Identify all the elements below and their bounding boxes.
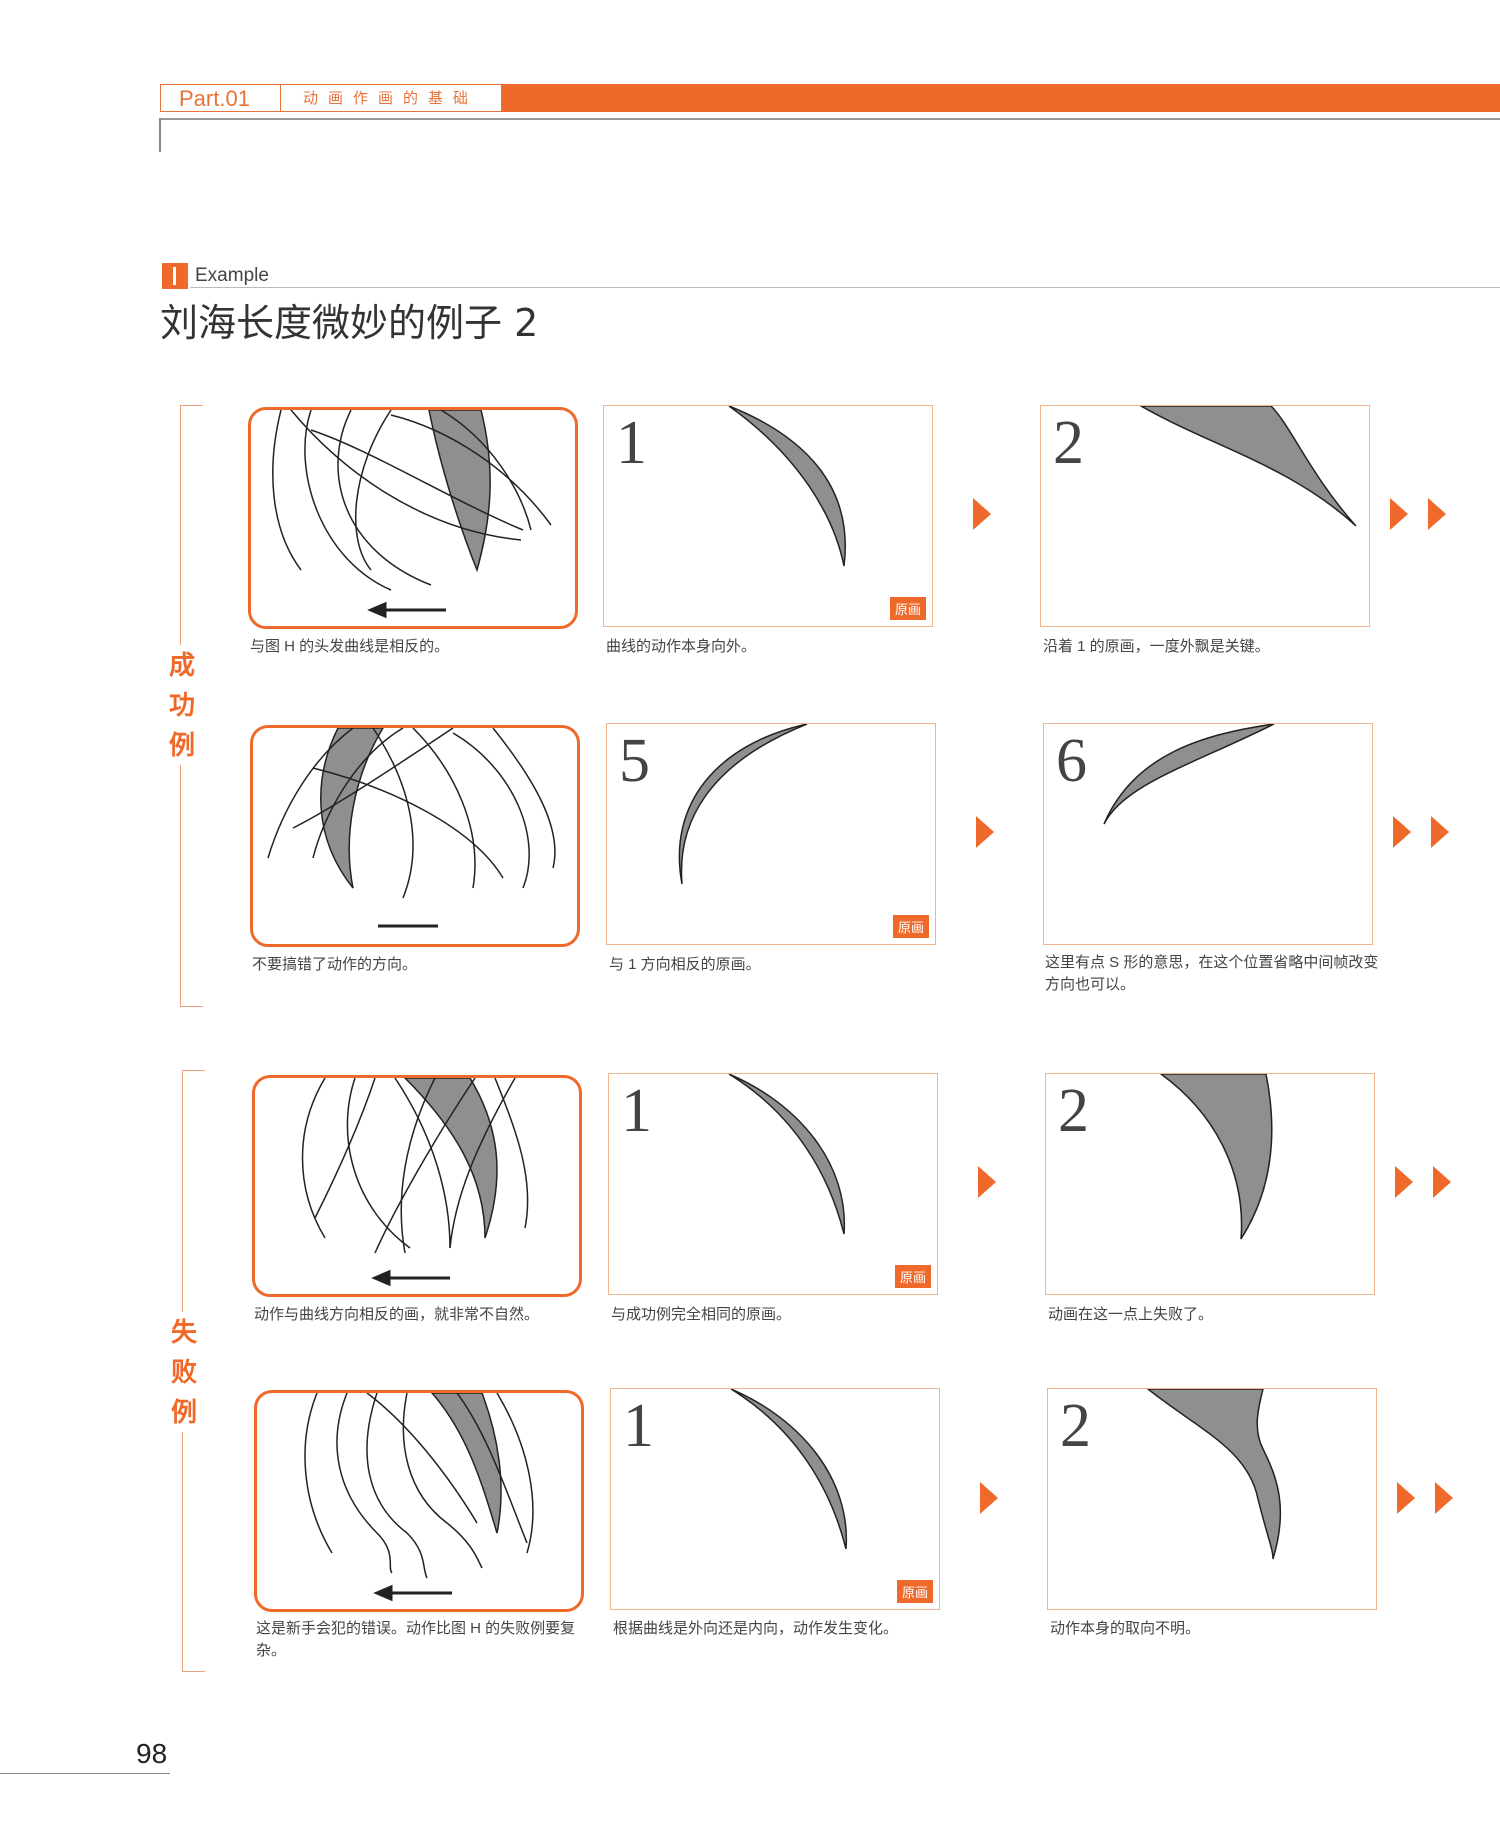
play-arrow-icon (1428, 498, 1446, 530)
arrow-left-icon (371, 1269, 450, 1287)
frame-number: 2 (1058, 1077, 1089, 1145)
success-char-2: 功 (168, 690, 195, 720)
play-arrow-icon (976, 816, 994, 848)
header-bar (502, 84, 1500, 112)
part-label: Part.01 (160, 84, 280, 112)
header-tick (159, 118, 161, 152)
row1-caption-c: 沿着 1 的原画，一度外飘是关键。 (1043, 638, 1270, 655)
header-rule (160, 118, 1500, 120)
row1-frame-b: 2 (1040, 405, 1370, 627)
play-arrow-icon (1393, 816, 1411, 848)
play-arrow-icon (973, 498, 991, 530)
frame-number: 5 (619, 727, 650, 795)
row2-frame-a: 5 原画 (606, 723, 936, 945)
failure-label: 失 败 例 (166, 1312, 202, 1432)
play-arrow-icon (980, 1482, 998, 1514)
keyframe-badge: 原画 (892, 915, 929, 938)
frame-number: 1 (623, 1392, 654, 1460)
row3-frame-a: 1 原画 (608, 1073, 938, 1295)
play-arrow-icon (1395, 1166, 1413, 1198)
hair-keyframe-drawing (730, 1389, 848, 1550)
play-arrow-icon (1433, 1166, 1451, 1198)
keyframe-badge: 原画 (889, 597, 926, 620)
row1-caption-a: 与图 H 的头发曲线是相反的。 (250, 638, 450, 655)
row4-caption-a: 这是新手会犯的错误。动作比图 H 的失败例要复杂。 (256, 1620, 576, 1659)
row2-caption-c: 这里有点 S 形的意思，在这个位置省略中间帧改变方向也可以。 (1045, 954, 1379, 993)
play-arrow-icon (1390, 498, 1408, 530)
frame-number: 2 (1053, 409, 1084, 477)
row1-frame-a: 1 原画 (603, 405, 933, 627)
hair-inbetween-drawing (1103, 724, 1275, 825)
row3-caption-c: 动画在这一点上失败了。 (1048, 1306, 1214, 1323)
play-arrow-icon (978, 1166, 996, 1198)
success-char-1: 成 (168, 650, 195, 680)
row3-frame-b: 2 (1045, 1073, 1375, 1295)
example-label: Example (195, 265, 269, 286)
play-arrow-icon (1397, 1482, 1415, 1514)
page-number: 98 (136, 1738, 168, 1769)
arrow-left-icon (367, 601, 446, 619)
frame-number: 6 (1056, 727, 1087, 795)
frame-number: 1 (621, 1077, 652, 1145)
row3-caption-b: 与成功例完全相同的原画。 (611, 1306, 792, 1323)
keyframe-badge: 原画 (896, 1580, 933, 1603)
frame-number: 2 (1060, 1392, 1091, 1460)
row4-caption-b: 根据曲线是外向还是内向，动作发生变化。 (613, 1620, 899, 1637)
row2-frame-b: 6 (1043, 723, 1373, 945)
row1-trace-frame (248, 407, 578, 629)
arrow-left-icon (373, 1584, 452, 1602)
row1-caption-b: 曲线的动作本身向外。 (606, 638, 757, 655)
frame-number: 1 (616, 409, 647, 477)
failure-char-2: 败 (170, 1357, 197, 1387)
section-label: 动画作画的基础 (280, 84, 502, 112)
failure-char-1: 失 (170, 1317, 197, 1347)
row4-caption-c: 动作本身的取向不明。 (1050, 1620, 1201, 1637)
hair-inbetween-drawing (1159, 1074, 1273, 1240)
hair-inbetween-drawing (1139, 406, 1357, 527)
row3-trace-frame (252, 1075, 582, 1297)
success-char-3: 例 (168, 730, 195, 760)
keyframe-badge: 原画 (894, 1265, 931, 1288)
row4-frame-b: 2 (1047, 1388, 1377, 1610)
footer-rule (0, 1773, 170, 1774)
example-marker-icon (162, 263, 188, 289)
row2-caption-a: 不要搞错了动作的方向。 (252, 956, 418, 973)
hair-keyframe-drawing (728, 406, 846, 567)
success-label: 成 功 例 (164, 645, 200, 765)
play-arrow-icon (1435, 1482, 1453, 1514)
row3-caption-a: 动作与曲线方向相反的画，就非常不自然。 (254, 1306, 540, 1323)
page-title: 刘海长度微妙的例子 2 (160, 301, 539, 345)
hair-trace-drawing (267, 728, 556, 928)
hair-trace-drawing (272, 410, 552, 619)
row4-frame-a: 1 原画 (610, 1388, 940, 1610)
failure-char-3: 例 (170, 1397, 197, 1427)
hair-inbetween-drawing (1146, 1389, 1282, 1560)
row4-trace-frame (254, 1390, 584, 1612)
hair-trace-drawing (304, 1393, 534, 1602)
hair-keyframe-drawing (728, 1074, 846, 1235)
row2-caption-b: 与 1 方向相反的原画。 (609, 956, 761, 973)
hair-trace-drawing (301, 1078, 529, 1287)
example-rule (190, 287, 1500, 288)
row2-trace-frame (250, 725, 580, 947)
hair-keyframe-drawing (678, 724, 808, 885)
play-arrow-icon (1431, 816, 1449, 848)
